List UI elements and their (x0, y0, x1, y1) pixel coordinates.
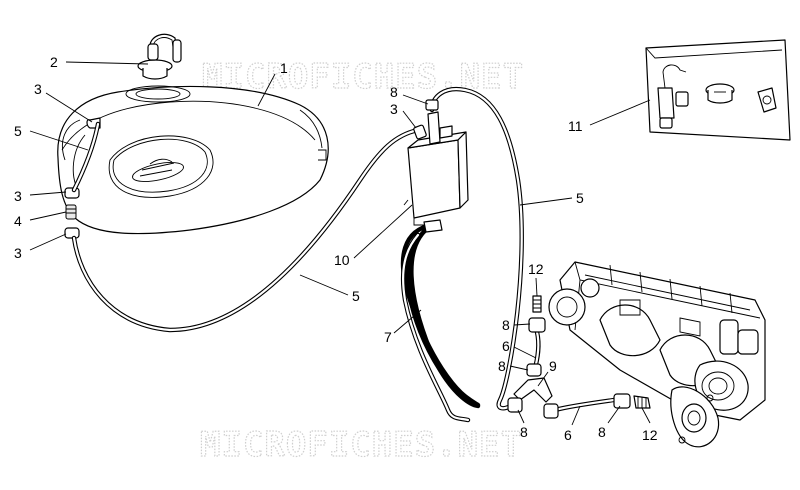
callout-9: 9 (549, 358, 557, 374)
callout-6-b: 6 (564, 427, 572, 443)
callout-3-c: 3 (14, 245, 22, 261)
callout-8-d: 8 (520, 424, 528, 440)
callout-10: 10 (334, 252, 350, 268)
callout-8-e: 8 (598, 424, 606, 440)
callout-1: 1 (280, 60, 288, 76)
callout-3-b: 3 (14, 188, 22, 204)
callout-8-b: 8 (502, 317, 510, 333)
callout-7: 7 (384, 329, 392, 345)
callout-12-a: 12 (528, 261, 544, 277)
callout-2: 2 (50, 54, 58, 70)
charcoal-canister (403, 99, 469, 233)
callout-8-c: 8 (498, 358, 506, 374)
callout-6-a: 6 (502, 338, 510, 354)
callout-4: 4 (14, 213, 22, 229)
leader-lines (29, 61, 651, 426)
callout-11: 11 (568, 118, 583, 134)
callout-3-d: 3 (390, 101, 398, 117)
callout-5-c: 5 (576, 190, 584, 206)
parts-kit-bag (645, 39, 791, 141)
callout-12-b: 12 (642, 427, 658, 443)
callouts: 1 2 3 5 3 4 3 8 3 10 5 7 5 11 12 8 6 8 9… (14, 54, 658, 443)
filler-cap (137, 33, 182, 80)
callout-5-a: 5 (14, 123, 22, 139)
watermark-bottom: MICROFICHES.NET (200, 425, 522, 465)
callout-5-b: 5 (352, 288, 360, 304)
tee-and-fittings (507, 295, 651, 419)
throttle-body-assembly (548, 261, 766, 448)
callout-8-a: 8 (390, 84, 398, 100)
fuel-tank (57, 85, 329, 235)
callout-3-a: 3 (34, 81, 42, 97)
